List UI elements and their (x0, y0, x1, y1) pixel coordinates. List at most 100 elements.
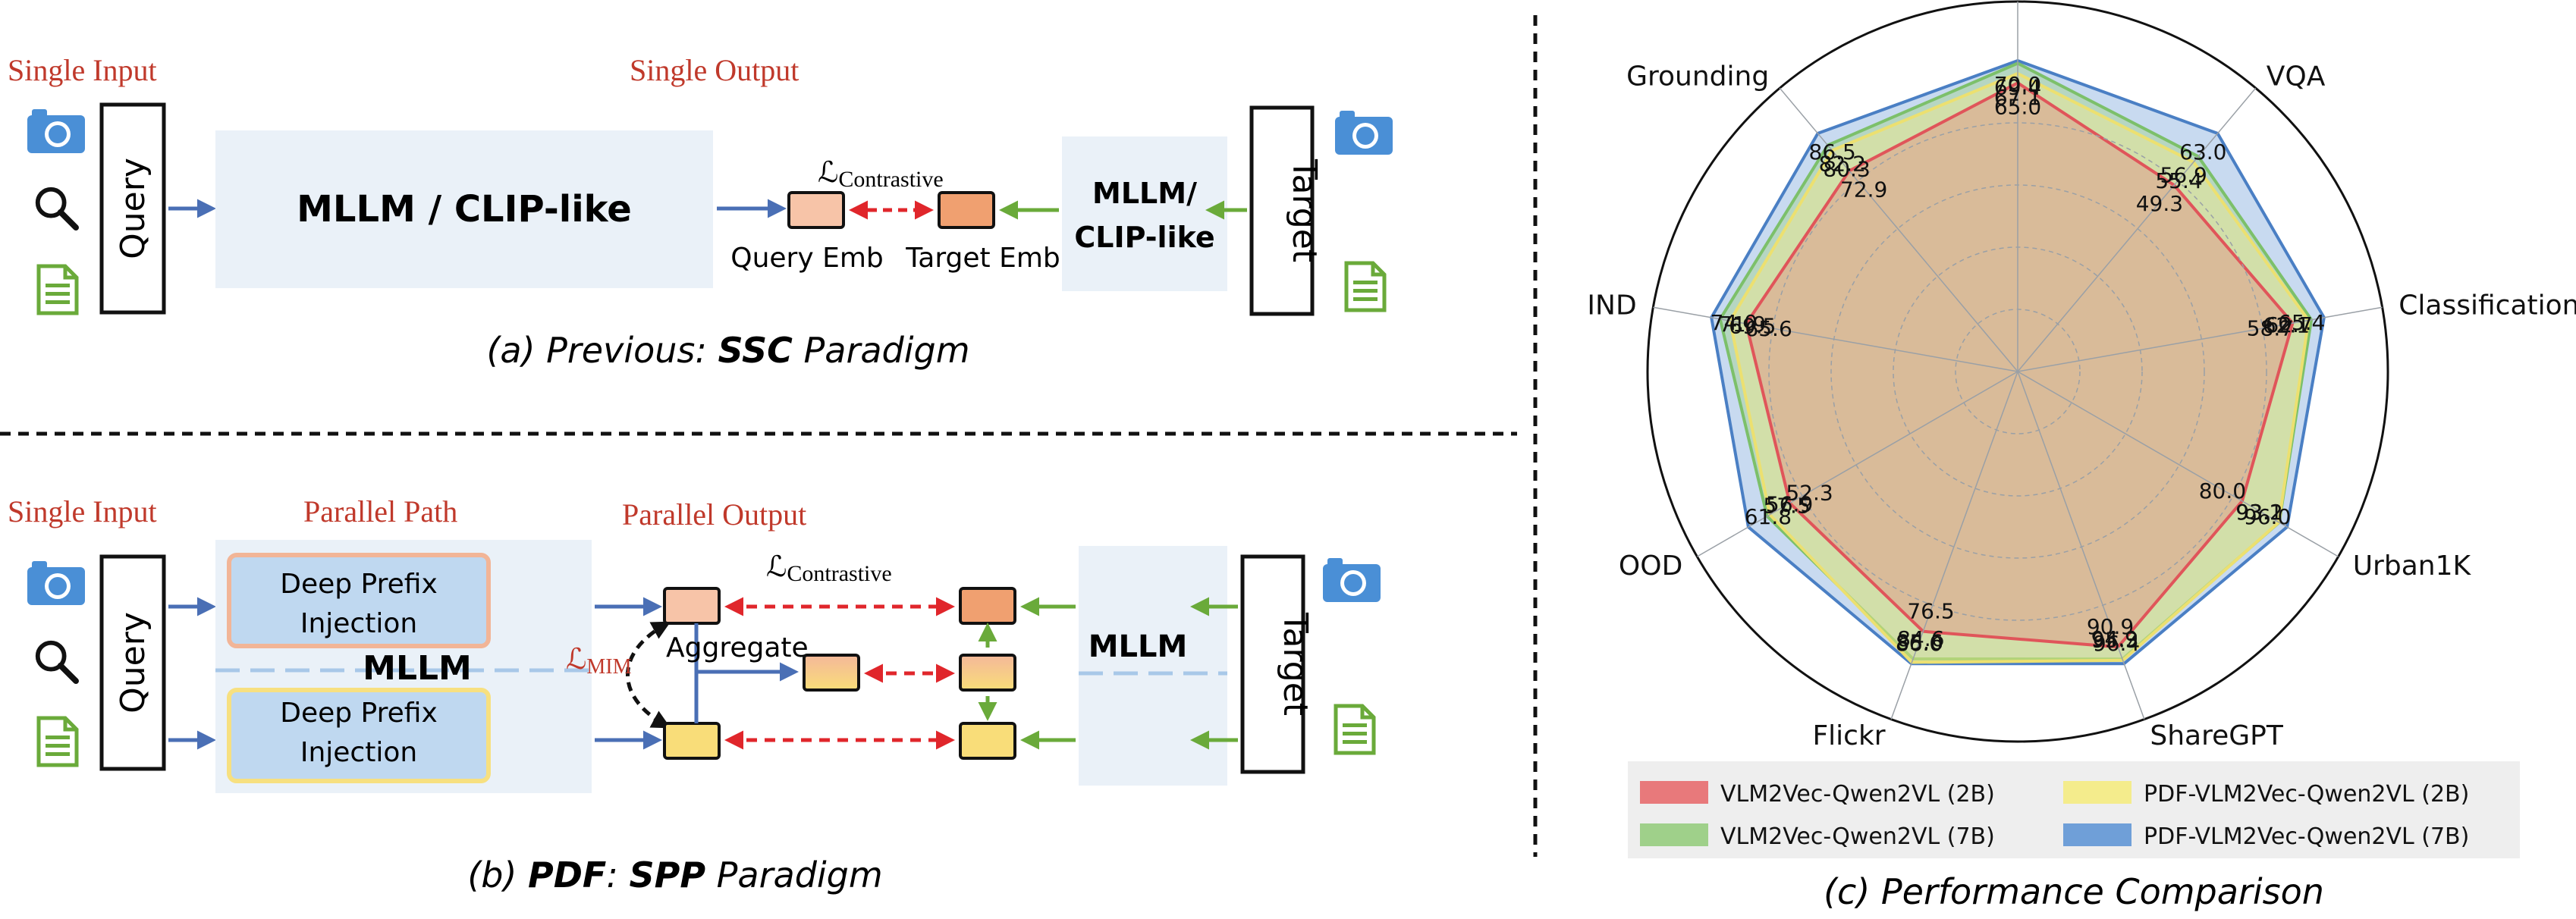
data-label: 93.1 (2235, 500, 2282, 525)
deep-prefix-2-line1: Deep Prefix (280, 698, 438, 729)
legend: VLM2Vec-Qwen2VL (2B) PDF-VLM2Vec-Qwen2VL … (1628, 761, 2520, 858)
query-box-b (99, 554, 166, 771)
target-emb-mid (959, 654, 1016, 692)
query-label-b: Query (114, 612, 152, 714)
data-label: 95.3 (2091, 628, 2138, 653)
deep-prefix-2-line2: Injection (300, 737, 417, 768)
data-label: 52.3 (1786, 481, 1833, 506)
mllm-clip-right-label-1: MLLM/ (1092, 177, 1197, 210)
data-label: 65.0 (1994, 94, 2041, 119)
caption-b: (b) PDF: SPP Paradigm (467, 855, 882, 895)
data-label: 96.0 (2244, 504, 2291, 529)
data-label: 61.8 (1745, 504, 1792, 529)
series-polygon (1744, 80, 2295, 649)
axis-label: IND (1587, 290, 1636, 321)
target-emb-top (959, 587, 1016, 625)
data-label: 80.3 (1823, 156, 1870, 181)
data-label: 93.2 (2236, 500, 2283, 525)
target-label-b: Target (1276, 612, 1315, 716)
data-label: 72.9 (1840, 177, 1887, 202)
mllm-clip-right-label-2: CLIP-like (1074, 221, 1214, 254)
series-polygon (1728, 71, 2311, 664)
radar-spoke (2017, 371, 2339, 557)
radar-spoke (1653, 306, 2018, 372)
data-label: 94.9 (2091, 626, 2138, 651)
l-mim-label: ℒMIM (566, 644, 632, 679)
data-label: 85.6 (1896, 629, 1943, 654)
data-label: 76.5 (1907, 599, 1954, 624)
mllm-label-b: MLLM (363, 649, 472, 688)
radar-spoke (1697, 371, 2018, 557)
mllm-clip-label: MLLM / CLIP-like (297, 188, 632, 231)
data-label: 55.4 (2155, 168, 2202, 193)
contrastive-label-b: ℒContrastive (766, 551, 892, 586)
radar-spoke (1779, 87, 2018, 372)
axis-label: ShareGPT (2150, 720, 2283, 751)
data-label: 62.7 (2265, 312, 2312, 337)
mllm-right-label-b: MLLM (1089, 629, 1188, 664)
data-label: 96.4 (2093, 631, 2140, 656)
data-label: 58.7 (2247, 315, 2294, 340)
deep-prefix-1-line1: Deep Prefix (280, 569, 438, 600)
document-icon (39, 718, 77, 765)
axis-label: Flickr (1812, 720, 1885, 751)
query-label-a: Query (114, 158, 152, 259)
target-emb-box (938, 191, 995, 229)
mllm-clip-block (215, 130, 713, 288)
data-label: 80.0 (2199, 478, 2246, 503)
camera-icon (1335, 111, 1393, 155)
data-label: 74.0 (1711, 310, 1758, 335)
legend-swatch (1640, 781, 1708, 804)
query-emb-path1 (663, 587, 721, 625)
data-label: 49.3 (2136, 191, 2183, 216)
axis-label: Retrieval (1957, 0, 2078, 2)
aggregate-label: Aggregate (666, 632, 809, 663)
query-emb-box (787, 191, 845, 229)
data-label: 84.6 (1897, 626, 1944, 651)
data-label: 56.9 (2160, 162, 2207, 187)
panel-a: Single Input Single Output Query MLLM / … (8, 53, 1393, 371)
data-label: 65.6 (1745, 316, 1792, 341)
data-label: 82.2 (1819, 152, 1866, 177)
panel-b: Single Input Parallel Path Parallel Outp… (8, 494, 1381, 895)
search-icon (38, 643, 76, 681)
data-label: 70.0 (1994, 72, 2041, 97)
contrastive-label-a: ℒContrastive (818, 157, 944, 192)
aggregated-emb (803, 654, 860, 692)
deep-prefix-injection-1 (227, 553, 491, 648)
radar-spoke (2017, 87, 2257, 372)
axis-label: OOD (1619, 550, 1682, 582)
mllm-right-block-b (1079, 546, 1227, 786)
single-output-label-a: Single Output (630, 53, 799, 87)
document-icon (1336, 706, 1374, 753)
target-box-b (1240, 554, 1305, 774)
legend-swatch (1640, 823, 1708, 846)
mllm-clip-right-block (1062, 136, 1227, 291)
radar-chart: 65.049.358.780.090.976.552.365.672.967.1… (1587, 0, 2576, 751)
axis-label: Classification (2399, 290, 2576, 321)
target-emb-bottom (959, 722, 1016, 760)
legend-label: VLM2Vec-Qwen2VL (2B) (1720, 781, 1995, 808)
search-icon (38, 190, 76, 227)
legend-label: PDF-VLM2Vec-Qwen2VL (2B) (2144, 781, 2469, 808)
parallel-output-label: Parallel Output (622, 497, 806, 532)
deep-prefix-1-line2: Injection (300, 608, 417, 639)
data-label: 63.0 (2179, 140, 2226, 165)
document-icon (39, 266, 77, 313)
legend-swatch (2063, 823, 2131, 846)
data-label: 69.4 (1994, 75, 2041, 100)
legend-label: VLM2Vec-Qwen2VL (7B) (1720, 823, 1995, 850)
radar-spoke (2017, 371, 2145, 720)
legend-swatch (2063, 781, 2131, 804)
mim-arrow (626, 621, 671, 729)
legend-label: PDF-VLM2Vec-Qwen2VL (7B) (2144, 823, 2469, 850)
query-emb-label: Query Emb (730, 243, 884, 274)
single-input-label-a: Single Input (8, 53, 157, 87)
data-label: 56.9 (1766, 492, 1813, 517)
single-input-label-b: Single Input (8, 494, 157, 529)
data-label: 69.5 (1729, 313, 1776, 338)
query-emb-path2 (663, 722, 721, 760)
radar-spoke (2017, 306, 2383, 372)
data-label: 67.1 (1994, 85, 2041, 110)
